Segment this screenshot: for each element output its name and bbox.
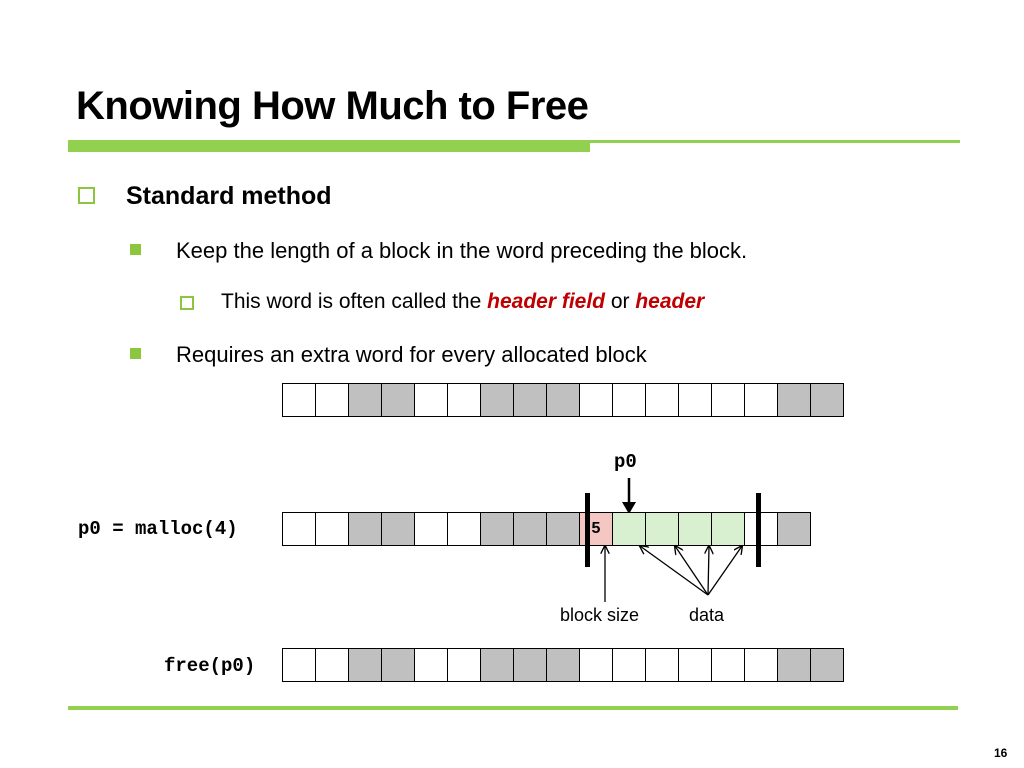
term-header: header [635, 290, 705, 313]
page-number: 16 [994, 746, 1008, 760]
allocated-word-cell [546, 648, 580, 682]
free-word-cell [678, 383, 712, 417]
term-header-field: header field [487, 290, 606, 313]
allocated-word-cell [513, 383, 547, 417]
free-word-cell [447, 648, 481, 682]
free-word-cell [711, 648, 745, 682]
free-word-cell [414, 383, 448, 417]
allocated-word-cell [777, 383, 811, 417]
allocated-word-cell [513, 512, 547, 546]
free-word-cell [414, 512, 448, 546]
bullet-keep-length: Keep the length of a block in the word p… [176, 238, 748, 263]
allocated-word-cell [480, 383, 514, 417]
footer-rule [68, 706, 958, 710]
bullet-standard-method: Standard method [126, 182, 332, 210]
bullet-square-filled-icon [130, 348, 141, 359]
allocated-word-cell [546, 512, 580, 546]
free-word-cell [645, 383, 679, 417]
free-word-cell [315, 512, 349, 546]
bullet-extra-word: Requires an extra word for every allocat… [176, 342, 647, 367]
allocated-word-cell [381, 383, 415, 417]
free-word-cell [678, 648, 712, 682]
data-arrow-1 [640, 546, 709, 596]
allocated-word-cell [810, 383, 844, 417]
bullet-header-field: This word is often called the header fie… [221, 290, 704, 314]
allocated-word-cell [777, 648, 811, 682]
data-arrow-2 [675, 546, 709, 596]
allocated-word-cell [513, 648, 547, 682]
heap-row-initial [282, 383, 844, 417]
free-call-label: free(p0) [164, 655, 256, 677]
allocated-word-cell [810, 648, 844, 682]
free-word-cell [711, 383, 745, 417]
free-word-cell [645, 648, 679, 682]
heap-row-freed [282, 648, 844, 682]
free-word-cell [744, 512, 778, 546]
annotation-arrows [560, 540, 780, 602]
heap-row-allocated: 5 [282, 512, 811, 546]
payload-word-cell [711, 512, 745, 546]
free-word-cell [282, 383, 316, 417]
free-word-cell [447, 512, 481, 546]
slide-title: Knowing How Much to Free [76, 84, 589, 128]
free-word-cell [315, 383, 349, 417]
free-word-cell [612, 383, 646, 417]
bullet-square-outline-icon [78, 187, 95, 204]
free-word-cell [282, 512, 316, 546]
pointer-arrow-icon [622, 478, 636, 514]
title-underline-thick [68, 140, 590, 152]
free-word-cell [447, 383, 481, 417]
allocated-word-cell [348, 512, 382, 546]
bullet-square-filled-icon [130, 244, 141, 255]
header-field-mid: or [605, 290, 636, 313]
malloc-call-label: p0 = malloc(4) [78, 518, 238, 540]
pointer-label: p0 [614, 451, 637, 473]
allocated-word-cell [381, 648, 415, 682]
free-word-cell [414, 648, 448, 682]
allocated-word-cell [480, 648, 514, 682]
free-word-cell [744, 648, 778, 682]
block-end-bar [756, 493, 761, 567]
block-start-bar [585, 493, 590, 567]
allocated-word-cell [546, 383, 580, 417]
free-word-cell [612, 648, 646, 682]
block-size-label: block size [560, 605, 640, 625]
free-word-cell [282, 648, 316, 682]
header-field-prefix: This word is often called the [221, 290, 488, 313]
allocated-word-cell [480, 512, 514, 546]
allocated-word-cell [381, 512, 415, 546]
free-word-cell [315, 648, 349, 682]
data-label: data [689, 605, 725, 625]
free-word-cell [579, 648, 613, 682]
allocated-word-cell [348, 383, 382, 417]
data-arrow-4 [707, 546, 742, 596]
free-word-cell [579, 383, 613, 417]
bullet-square-outline-icon [180, 296, 194, 310]
data-arrow-3 [708, 546, 709, 596]
payload-word-cell [645, 512, 679, 546]
allocated-word-cell [777, 512, 811, 546]
free-word-cell [744, 383, 778, 417]
allocated-word-cell [348, 648, 382, 682]
